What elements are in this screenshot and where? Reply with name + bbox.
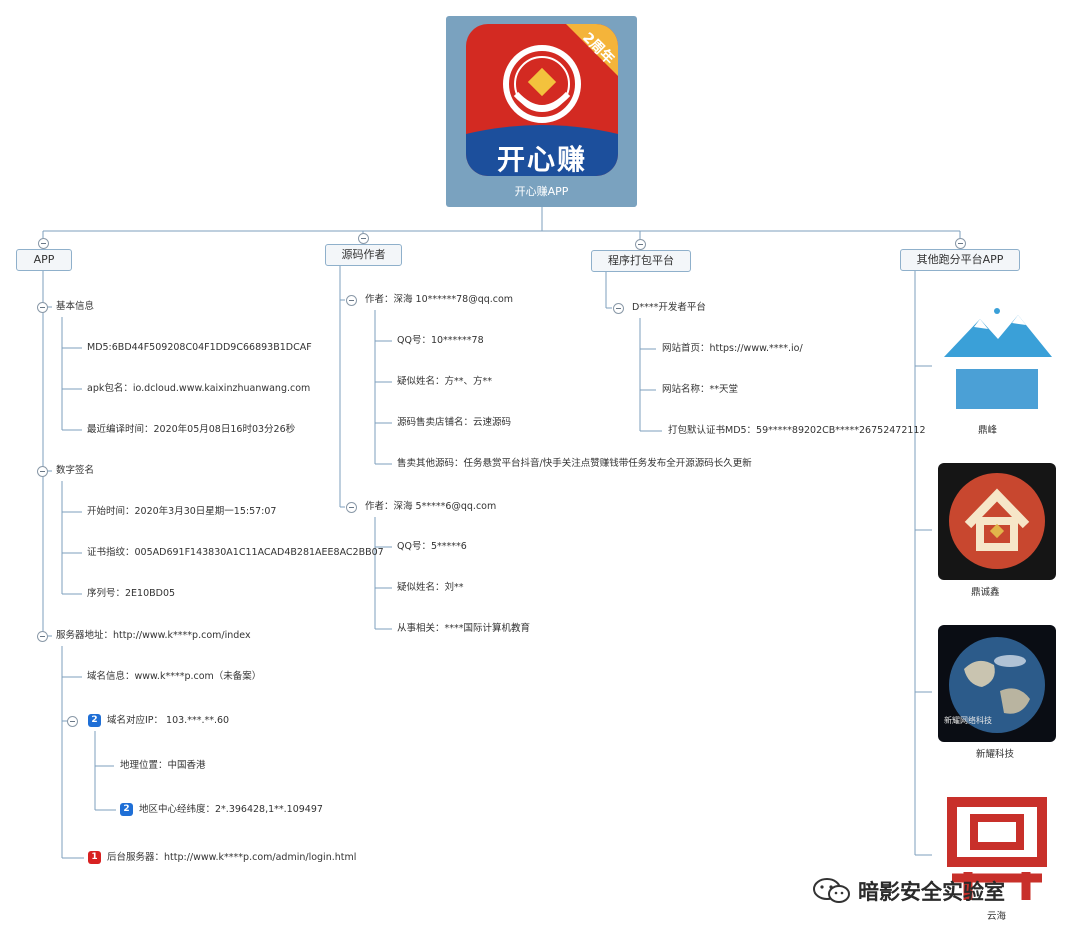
node-serial-number[interactable]: 序列号：2E10BD05	[87, 588, 176, 599]
house-coin-icon	[949, 473, 1045, 569]
collapse-toggle-server[interactable]	[37, 631, 48, 642]
collapse-toggle-ip[interactable]	[67, 716, 78, 727]
collapse-toggle-other-apps[interactable]	[955, 238, 966, 249]
node-author2-related[interactable]: 从事相关：****国际计算机教育	[397, 623, 531, 634]
node-coordinates[interactable]: 地区中心经纬度：2*.396428,1**.109497	[139, 804, 323, 815]
collapse-toggle-packaging[interactable]	[635, 239, 646, 250]
node-cert-md5[interactable]: 打包默认证书MD5：59*****89202CB*****26752472112	[668, 425, 926, 436]
earth-icon	[949, 637, 1045, 733]
app-thumb-yunhai[interactable]	[938, 788, 1056, 905]
node-author1-qq[interactable]: QQ号：10******78	[397, 335, 484, 346]
watermark-text: 暗影安全实验室	[858, 880, 1005, 904]
app-name-dingfeng: 鼎峰	[978, 425, 998, 436]
app-thumb-xinyao[interactable]: 新耀网络科技	[938, 625, 1056, 742]
node-basic-info[interactable]: 基本信息	[56, 301, 95, 312]
node-author2-qq[interactable]: QQ号：5*****6	[397, 541, 467, 552]
mountain-icon	[944, 308, 1052, 409]
node-author2-name[interactable]: 疑似姓名：刘**	[397, 582, 464, 593]
priority-badge-1: 1	[88, 851, 101, 864]
node-homepage[interactable]: 网站首页：https://www.****.io/	[662, 343, 803, 354]
collapse-toggle-author2[interactable]	[346, 502, 357, 513]
app-thumb-dingfeng[interactable]	[938, 301, 1056, 418]
node-author1-shop[interactable]: 源码售卖店铺名：云速源码	[397, 417, 512, 428]
priority-badge-2: 2	[120, 803, 133, 816]
branch-source-author[interactable]: 源码作者	[325, 244, 402, 266]
root-node[interactable]: 2周年 开心赚 开心赚APP	[446, 16, 637, 207]
collapse-toggle-signature[interactable]	[37, 466, 48, 477]
node-domain-info[interactable]: 域名信息：www.k****p.com（未备案）	[87, 671, 262, 682]
node-dev-platform[interactable]: D****开发者平台	[632, 302, 706, 313]
node-signature[interactable]: 数字签名	[56, 465, 95, 476]
node-compile-time[interactable]: 最近编译时间：2020年05月08日16时03分26秒	[87, 424, 296, 435]
collapse-toggle-source-author[interactable]	[358, 233, 369, 244]
node-server-address[interactable]: 服务器地址：http://www.k****p.com/index	[56, 630, 251, 641]
priority-badge-2: 2	[88, 714, 101, 727]
app-logo-graphic	[466, 24, 618, 176]
branch-packaging[interactable]: 程序打包平台	[591, 250, 691, 272]
thumb-caption: 新耀网络科技	[944, 716, 992, 725]
app-name-yunhai: 云海	[987, 911, 1007, 922]
node-backend-server[interactable]: 后台服务器：http://www.k****p.com/admin/login.…	[107, 852, 357, 863]
collapse-toggle-author1[interactable]	[346, 295, 357, 306]
node-package-name[interactable]: apk包名：io.dcloud.www.kaixinzhuanwang.com	[87, 383, 311, 394]
node-domain-ip[interactable]: 域名对应IP： 103.***.**.60	[107, 715, 230, 726]
app-name-dingchengxin: 鼎诚鑫	[971, 587, 1000, 598]
app-logo: 2周年 开心赚	[466, 24, 618, 176]
collapse-toggle-app[interactable]	[38, 238, 49, 249]
node-sign-start-time[interactable]: 开始时间：2020年3月30日星期一15:57:07	[87, 506, 277, 517]
collapse-toggle-platform[interactable]	[613, 303, 624, 314]
node-author2[interactable]: 作者：深海 5*****6@qq.com	[365, 501, 497, 512]
node-author1-name[interactable]: 疑似姓名：方**、方**	[397, 376, 493, 387]
node-site-name[interactable]: 网站名称：**天堂	[662, 384, 739, 395]
node-author1[interactable]: 作者：深海 10******78@qq.com	[365, 294, 514, 305]
node-author1-other-source[interactable]: 售卖其他源码：任务悬赏平台抖音/快手关注点赞赚钱带任务发布全开源源码长久更新	[397, 458, 752, 469]
seal-icon	[947, 797, 1047, 900]
app-thumb-dingchengxin[interactable]	[938, 463, 1056, 580]
wechat-icon	[813, 878, 850, 903]
branch-other-apps[interactable]: 其他跑分平台APP	[900, 249, 1020, 271]
node-geo-location[interactable]: 地理位置：中国香港	[120, 760, 206, 771]
app-name-xinyao: 新耀科技	[976, 749, 1015, 760]
node-md5[interactable]: MD5:6BD44F509208C04F1DD9C66893B1DCAF	[87, 342, 312, 353]
root-label: 开心赚APP	[514, 185, 569, 198]
collapse-toggle-basic-info[interactable]	[37, 302, 48, 313]
logo-text: 开心赚	[496, 143, 587, 176]
branch-app[interactable]: APP	[16, 249, 72, 271]
node-cert-fingerprint[interactable]: 证书指纹：005AD691F143830A1C11ACAD4B281AEE8AC…	[87, 547, 384, 558]
